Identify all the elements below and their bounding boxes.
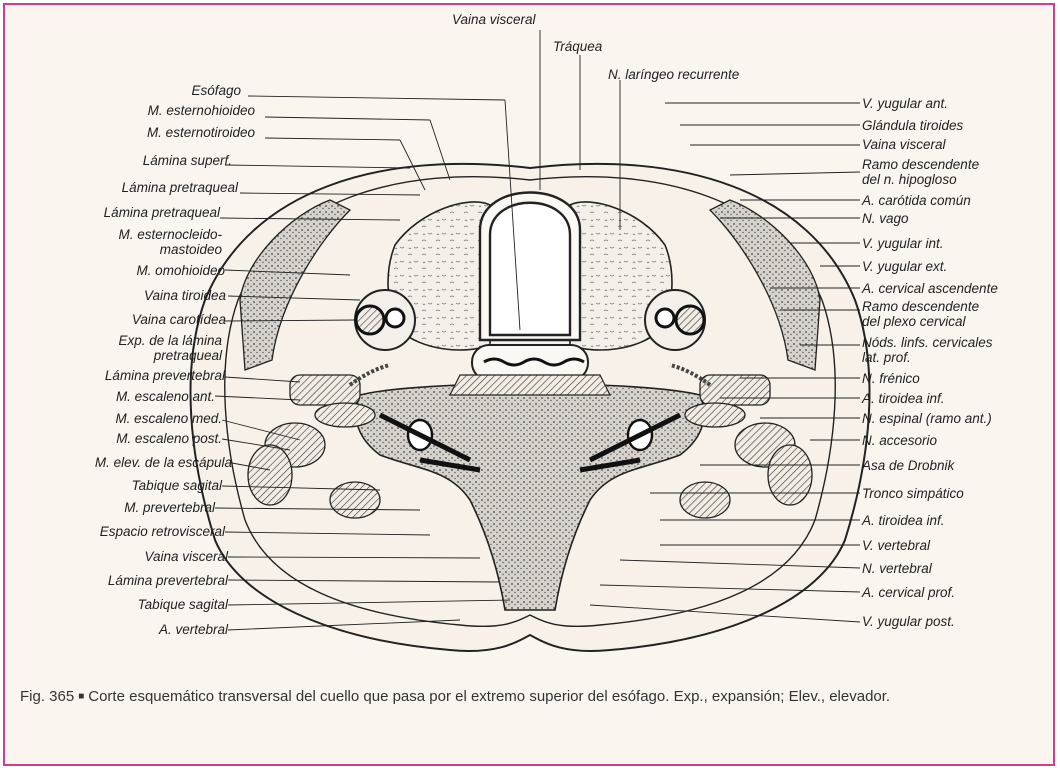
label-right-15: N. accesorio (862, 433, 937, 448)
label-left-2: M. esternohioideo (148, 103, 255, 118)
label-right-8: V. yugular ext. (862, 259, 947, 274)
label-left-12: Lámina prevertebral (105, 368, 225, 383)
label-left-16: M. elev. de la escápula (95, 455, 232, 470)
label-left-1: Esófago (191, 83, 241, 98)
label-right-21: A. cervical prof. (862, 585, 955, 600)
label-left-15: M. escaleno post. (116, 431, 222, 446)
label-right-7: V. yugular int. (862, 236, 944, 251)
label-left-23: A. vertebral (159, 622, 228, 637)
label-right-11: Nóds. linfs. cervicales lat. prof. (862, 335, 993, 365)
label-right-6: N. vago (862, 211, 909, 226)
label-right-17: Tronco simpático (862, 486, 964, 501)
figure-caption: Fig. 365 ■ Corte esquemático transversal d… (20, 687, 1030, 707)
label-left-22: Tabique sagital (138, 597, 228, 612)
label-traquea: Tráquea (553, 39, 602, 54)
label-left-11: Exp. de la lámina pretraqueal (118, 333, 222, 363)
label-left-17: Tabique sagital (132, 478, 222, 493)
label-left-8: M. omohioideo (136, 263, 225, 278)
label-right-3: Vaina visceral (862, 137, 946, 152)
label-left-7: M. esternocleido- mastoideo (118, 227, 222, 257)
label-right-20: N. vertebral (862, 561, 932, 576)
label-right-19: V. vertebral (862, 538, 930, 553)
label-right-22: V. yugular post. (862, 614, 955, 629)
label-left-4: Lámina superf. (143, 153, 232, 168)
label-left-3: M. esternotiroideo (147, 125, 255, 140)
label-left-13: M. escaleno ant. (116, 389, 215, 404)
label-right-1: V. yugular ant. (862, 96, 948, 111)
label-left-20: Vaina visceral (144, 549, 228, 564)
label-left-9: Vaina tiroidea (144, 288, 226, 303)
label-right-16: Asa de Drobnik (862, 458, 954, 473)
label-left-14: M. escaleno med. (115, 411, 222, 426)
label-left-21: Lámina prevertebral (108, 573, 228, 588)
label-right-14: N. espinal (ramo ant.) (862, 411, 992, 426)
label-right-2: Glándula tiroides (862, 118, 963, 133)
label-right-13: A. tiroidea inf. (862, 391, 945, 406)
label-left-19: Espacio retrovisceral (100, 524, 225, 539)
trachea (480, 193, 580, 341)
label-vaina-visceral-top: Vaina visceral (452, 12, 536, 27)
label-right-10: Ramo descendente del plexo cervical (862, 299, 979, 329)
label-right-4: Ramo descendente del n. hipogloso (862, 157, 979, 187)
label-right-9: A. cervical ascendente (862, 281, 998, 296)
label-n-laringeo-recurrente: N. laríngeo recurrente (608, 67, 739, 82)
label-right-12: N. frénico (862, 371, 920, 386)
caption-bullet: ■ (78, 691, 84, 702)
label-left-5: Lámina pretraqueal (122, 180, 238, 195)
label-left-10: Vaina carotídea (132, 312, 226, 327)
caption-fig-number: Fig. 365 (20, 688, 74, 705)
label-left-18: M. prevertebral (124, 500, 215, 515)
caption-text: Corte esquemático transversal del cuello… (88, 688, 890, 705)
label-right-5: A. carótida común (862, 193, 971, 208)
label-left-6: Lámina pretraqueal (104, 205, 220, 220)
label-right-18: A. tiroidea inf. (862, 513, 945, 528)
